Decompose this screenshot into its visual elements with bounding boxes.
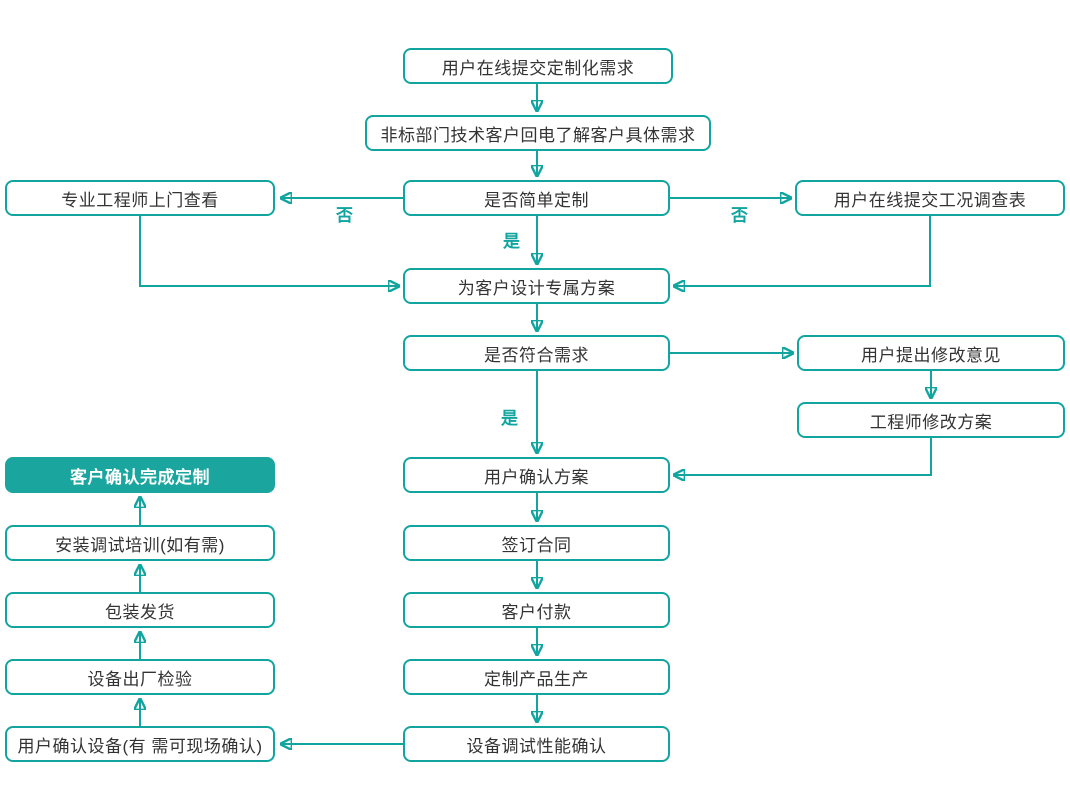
flow-node-complete: 客户确认完成定制 [5, 457, 275, 493]
flow-node-install-train: 安装调试培训(如有需) [5, 525, 275, 561]
flow-node-callback: 非标部门技术客户回电了解客户具体需求 [365, 115, 711, 151]
flow-node-packing-ship: 包装发货 [5, 592, 275, 628]
edge-label-yes-upper: 是 [503, 232, 520, 251]
flow-node-submit-request: 用户在线提交定制化需求 [403, 48, 673, 84]
flow-node-payment: 客户付款 [403, 592, 670, 628]
edge-label-no-right: 否 [731, 206, 748, 225]
flow-node-factory-check: 设备出厂检验 [5, 659, 275, 695]
flow-node-engineer-visit: 专业工程师上门查看 [5, 180, 275, 216]
flow-node-engineer-revise: 工程师修改方案 [797, 402, 1065, 438]
flow-node-confirm-device: 用户确认设备(有 需可现场确认) [5, 726, 275, 762]
edge-label-yes-lower: 是 [501, 409, 518, 428]
flow-node-survey-form: 用户在线提交工况调查表 [795, 180, 1065, 216]
flow-node-simple-decision: 是否简单定制 [403, 180, 670, 216]
flow-node-device-debug: 设备调试性能确认 [403, 726, 670, 762]
flow-node-design-plan: 为客户设计专属方案 [403, 268, 670, 304]
flow-node-meet-decision: 是否符合需求 [403, 335, 670, 371]
edge-label-no-left: 否 [336, 206, 353, 225]
flow-node-sign-contract: 签订合同 [403, 525, 670, 561]
flow-node-production: 定制产品生产 [403, 659, 670, 695]
flow-node-user-feedback: 用户提出修改意见 [797, 335, 1065, 371]
flow-node-confirm-plan: 用户确认方案 [403, 457, 670, 493]
